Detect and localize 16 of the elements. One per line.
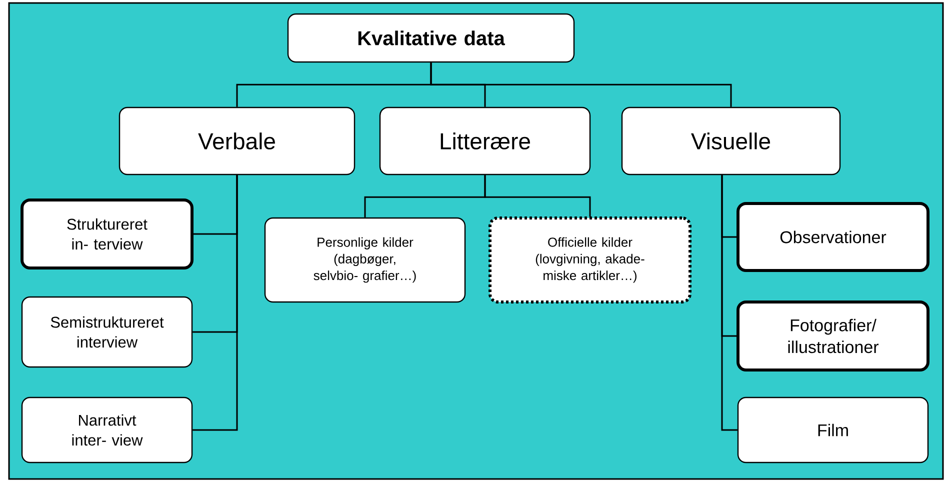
method-box: Fotografier/ illustrationer — [736, 300, 930, 372]
method-box: Semistruktureret interview — [21, 296, 193, 368]
category-box: Verbale — [118, 106, 356, 176]
connector-line — [484, 175, 591, 216]
connector-line — [721, 175, 738, 431]
method-box: Film — [737, 396, 929, 464]
method-box: Struktureret in- terview — [20, 198, 194, 270]
connector-line — [430, 62, 732, 107]
source-box: Personlige kilder (dagbøger, selvbio- grafier…) — [264, 217, 466, 303]
category-box: Litterære — [379, 106, 591, 176]
category-box: Visuelle — [621, 106, 841, 176]
connector-line — [192, 175, 238, 431]
method-box: Observationer — [736, 202, 930, 272]
method-box: Narrativt inter- view — [21, 396, 193, 464]
title-box: Kvalitative data — [287, 13, 575, 63]
source-box: Officielle kilder (lovgivning, akade- miske artikler…) — [488, 216, 692, 304]
